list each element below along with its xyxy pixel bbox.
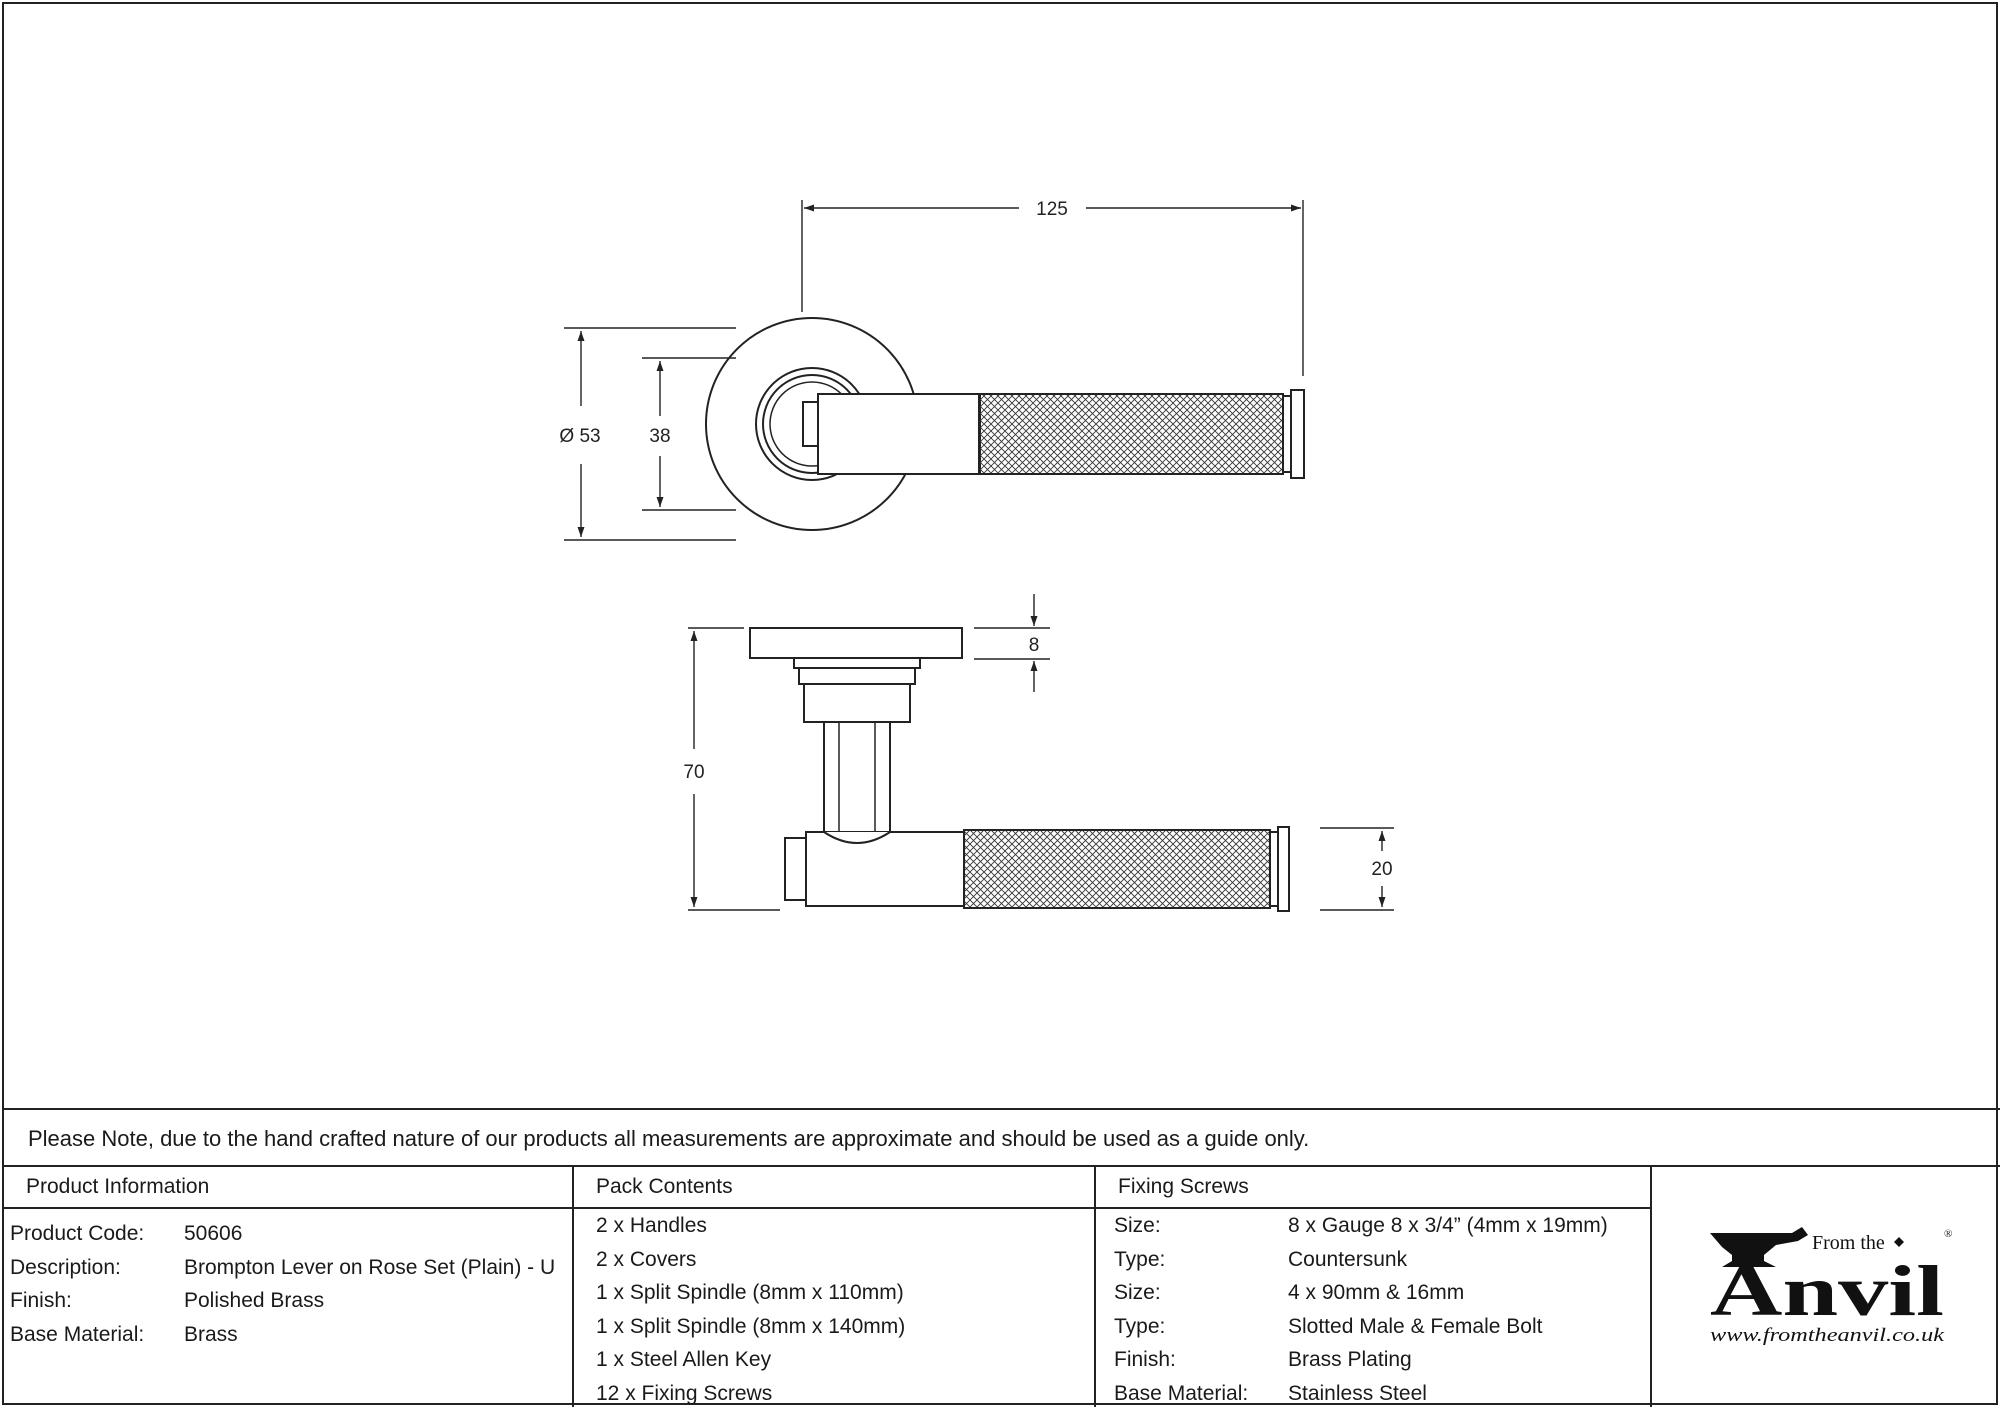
rose-sleeve: [804, 684, 910, 722]
logo-url: www.fromtheanvil.co.uk: [1710, 1325, 1945, 1346]
lever-shank: [824, 722, 890, 832]
product-information-heading: Product Information: [4, 1167, 572, 1209]
pack-item: 2 x Covers: [574, 1243, 1094, 1277]
fixing-screws-heading: Fixing Screws: [1096, 1167, 1650, 1209]
screw-row: Finish:Brass Plating: [1096, 1343, 1650, 1377]
product-row: Product Code:50606: [4, 1217, 572, 1251]
brand-logo-panel: From the ® Anvil www.fromtheanvil.co.uk: [1652, 1167, 2000, 1407]
screw-row: Type:Slotted Male & Female Bolt: [1096, 1310, 1650, 1344]
description-value: Brompton Lever on Rose Set (Plain) - U: [184, 1251, 555, 1285]
dim-inner-diameter-label: 38: [649, 426, 670, 447]
lever-end-tip: [1291, 390, 1304, 478]
lever-grip-knurled: [979, 394, 1283, 474]
lever-side-cap: [785, 838, 807, 900]
dim-grip-diameter-label: 20: [1371, 859, 1392, 880]
rose-plate: [750, 628, 962, 658]
lever-neck: [818, 394, 980, 474]
lever-end-cap: [1283, 396, 1291, 472]
pack-item: 12 x Fixing Screws: [574, 1377, 1094, 1410]
product-row: Finish:Polished Brass: [4, 1284, 572, 1318]
pack-item: 1 x Steel Allen Key: [574, 1343, 1094, 1377]
logo-registered: ®: [1944, 1228, 1952, 1240]
lever-neck-cap: [803, 402, 819, 446]
screw-row: Type:Countersunk: [1096, 1243, 1650, 1277]
dim-length-label: 125: [1036, 199, 1068, 220]
measurement-note: Please Note, due to the hand crafted nat…: [4, 1108, 2000, 1167]
pack-contents-panel: Pack Contents 2 x Handles 2 x Covers 1 x…: [574, 1167, 1096, 1407]
product-drawing: 125 Ø 53 38 8 70 20: [4, 4, 1996, 1108]
lever-side-end: [1270, 832, 1278, 906]
screw-row: Size:8 x Gauge 8 x 3/4” (4mm x 19mm): [1096, 1209, 1650, 1243]
dim-rose-thickness-label: 8: [1029, 635, 1040, 656]
lever-side-body: [806, 832, 964, 906]
logo-anvil-wordmark: Anvil: [1710, 1251, 1944, 1331]
pack-item: 1 x Split Spindle (8mm x 140mm): [574, 1310, 1094, 1344]
dimension-lines: [564, 200, 1394, 910]
rose-base: [794, 658, 920, 668]
fixing-screws-panel: Fixing Screws Size:8 x Gauge 8 x 3/4” (4…: [1096, 1167, 1652, 1407]
product-row: Description:Brompton Lever on Rose Set (…: [4, 1251, 572, 1285]
pack-contents-heading: Pack Contents: [574, 1167, 1094, 1209]
pack-item: 2 x Handles: [574, 1209, 1094, 1243]
product-row: Base Material:Brass: [4, 1318, 572, 1352]
base-material-value: Brass: [184, 1318, 238, 1352]
product-information-panel: Product Information Product Code:50606 D…: [4, 1167, 574, 1407]
front-view: [706, 318, 1304, 530]
side-view: [750, 628, 1289, 911]
pack-item: 1 x Split Spindle (8mm x 110mm): [574, 1276, 1094, 1310]
finish-value: Polished Brass: [184, 1284, 324, 1318]
lever-side-tip: [1278, 827, 1289, 911]
dim-rose-diameter-label: Ø 53: [559, 426, 600, 447]
screw-row: Base Material:Stainless Steel: [1096, 1377, 1650, 1410]
product-code-value: 50606: [184, 1217, 242, 1251]
dim-projection-label: 70: [683, 762, 704, 783]
from-the-anvil-logo: From the ® Anvil www.fromtheanvil.co.uk: [1652, 1167, 1998, 1403]
rose-collar: [799, 668, 915, 684]
screw-row: Size:4 x 90mm & 16mm: [1096, 1276, 1650, 1310]
lever-side-grip-knurled: [964, 830, 1270, 908]
